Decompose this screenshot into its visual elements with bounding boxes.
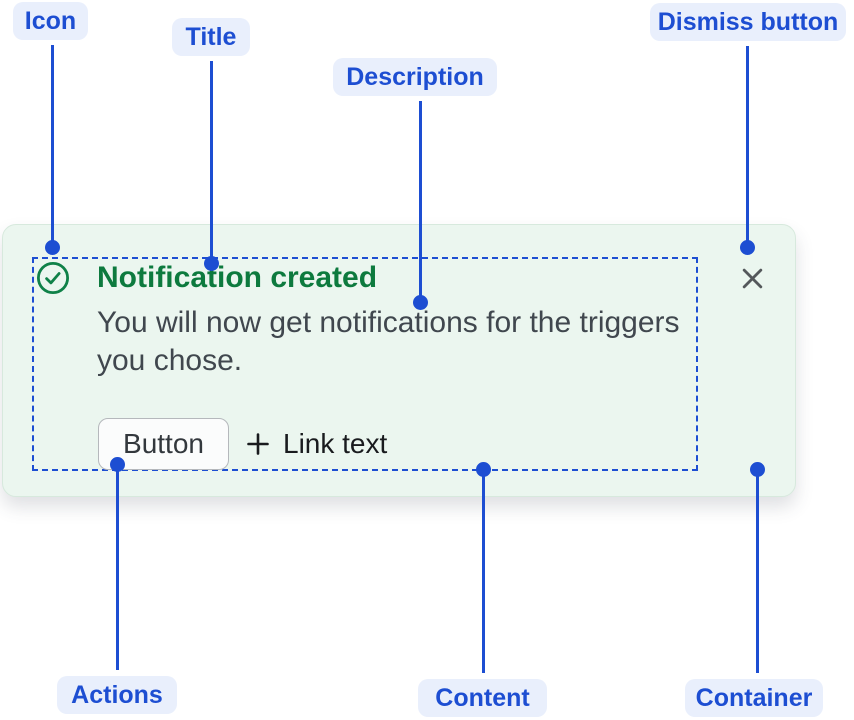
connector-line-title	[209, 61, 213, 263]
connector-line-container	[755, 470, 759, 673]
alert-description: You will now get notifications for the t…	[97, 306, 680, 377]
connector-dot-description	[412, 295, 428, 310]
connector-line-actions	[115, 464, 119, 670]
action-link[interactable]: Link text	[246, 423, 387, 465]
connector-line-dismiss	[745, 46, 749, 247]
alert-title: Notification created	[97, 261, 378, 294]
connector-dot-title	[203, 256, 219, 271]
alert-container: Notification created You will now get no…	[2, 224, 796, 497]
label-title: Title	[172, 18, 250, 56]
action-button-label: Button	[123, 428, 204, 459]
content-region-outline	[32, 257, 698, 471]
close-icon	[742, 268, 762, 288]
label-description: Description	[333, 58, 497, 96]
check-circle-icon	[36, 261, 70, 295]
label-icon: Icon	[13, 2, 88, 40]
label-actions: Actions	[57, 676, 177, 714]
label-container: Container	[685, 679, 823, 717]
label-dismiss-button: Dismiss button	[650, 3, 846, 41]
connector-dot-container	[749, 462, 765, 477]
action-link-label: Link text	[283, 428, 388, 459]
plus-icon	[247, 433, 269, 455]
connector-dot-dismiss	[739, 240, 755, 255]
connector-line-description	[418, 101, 422, 302]
connector-dot-icon	[44, 240, 60, 255]
connector-line-content	[481, 470, 485, 673]
label-content: Content	[418, 679, 547, 717]
connector-line-icon	[50, 45, 54, 247]
connector-dot-content	[475, 462, 491, 477]
connector-dot-actions	[109, 457, 125, 472]
dismiss-button[interactable]	[733, 259, 771, 297]
